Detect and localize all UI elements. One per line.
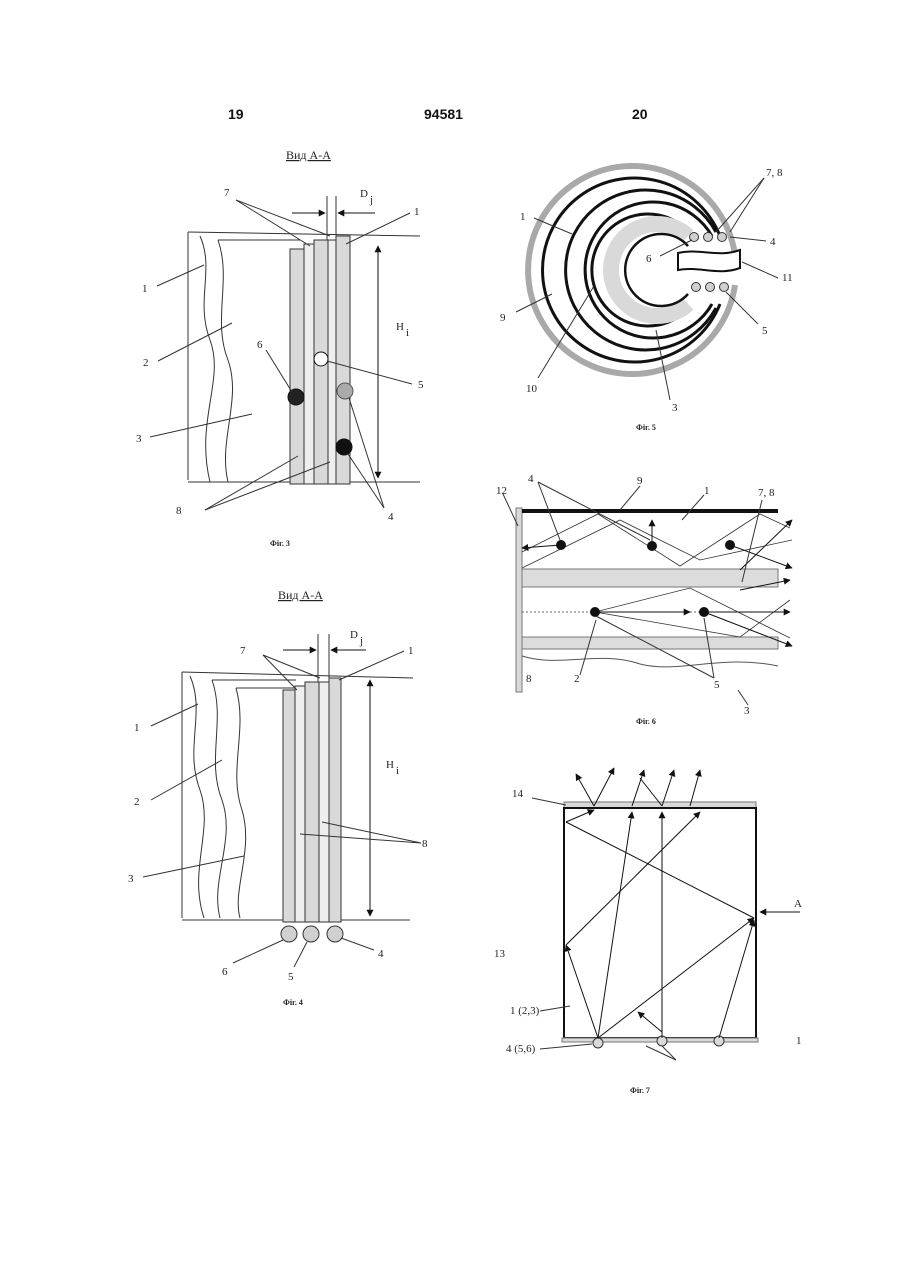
- fig7-label-A: A: [794, 898, 802, 910]
- fig6-label-4: 4: [528, 473, 534, 485]
- figure-4: Вид А-А D j H i 1: [128, 588, 428, 1007]
- fig4-label-4: 4: [378, 948, 384, 960]
- fig5-caption: Фіг. 5: [636, 423, 656, 432]
- fig4-dim-width: D: [350, 629, 358, 641]
- fig3-label-8: 8: [176, 505, 182, 517]
- fig4-dim-width-sub: j: [359, 635, 363, 647]
- fig3-label-6: 6: [257, 339, 263, 351]
- fig5-label-6: 6: [646, 253, 652, 265]
- figure-6: 4 9 1 7, 8 12 8 2 5 3 Фіг. 6: [496, 473, 792, 726]
- fig4-label-2: 2: [134, 796, 140, 808]
- fig7-label-123: 1 (2,3): [510, 1005, 540, 1017]
- fig6-label-8: 8: [526, 673, 532, 685]
- fig4-dim-height: H: [386, 759, 394, 771]
- fig5-label-10: 10: [526, 383, 538, 395]
- fig3-dim-height: H: [396, 321, 404, 333]
- fig6-label-2: 2: [574, 673, 580, 685]
- fig3-label-2: 2: [143, 357, 149, 369]
- fig4-label-6: 6: [222, 966, 228, 978]
- fig5-label-3: 3: [672, 402, 678, 414]
- fig6-label-78: 7, 8: [758, 487, 775, 499]
- fig7-label-13: 13: [494, 948, 506, 960]
- fig6-label-12: 12: [496, 485, 507, 497]
- fig3-caption: Фіг. 3: [270, 539, 290, 548]
- fig7-label-14: 14: [512, 788, 524, 800]
- fig4-caption: Фіг. 4: [283, 998, 303, 1007]
- figure-7: 14 A 13 1 (2,3) 4 (5,6) 1 Фіг. 7: [494, 768, 802, 1095]
- fig6-label-9: 9: [637, 475, 643, 487]
- fig6-label-5: 5: [714, 679, 720, 691]
- fig5-label-78: 7, 8: [766, 167, 783, 179]
- fig4-label-1r: 1: [408, 645, 414, 657]
- fig5-label-5: 5: [762, 325, 768, 337]
- fig6-label-3: 3: [744, 705, 750, 717]
- fig3-label-3: 3: [136, 433, 142, 445]
- fig3-dim-width: D: [360, 188, 368, 200]
- fig4-label-7: 7: [240, 645, 246, 657]
- figure-3: Вид А-А D j H i: [136, 148, 424, 548]
- fig3-label-1: 1: [142, 283, 148, 295]
- fig4-label-1: 1: [134, 722, 140, 734]
- fig3-label-7: 7: [224, 187, 230, 199]
- fig7-label-456: 4 (5,6): [506, 1043, 536, 1055]
- fig5-label-11: 11: [782, 272, 793, 284]
- fig3-label-1r: 1: [414, 206, 420, 218]
- fig4-label-5: 5: [288, 971, 294, 983]
- fig4-label-8: 8: [422, 838, 428, 850]
- fig4-dim-height-sub: i: [396, 765, 399, 777]
- fig4-view-title: Вид А-А: [278, 588, 323, 602]
- fig7-label-1: 1: [796, 1035, 802, 1047]
- fig5-label-9: 9: [500, 312, 506, 324]
- fig3-view-title: Вид А-А: [286, 148, 331, 162]
- fig4-label-3: 3: [128, 873, 134, 885]
- fig3-dim-height-sub: i: [406, 327, 409, 339]
- fig3-label-4: 4: [388, 511, 394, 523]
- fig6-label-1: 1: [704, 485, 710, 497]
- fig5-label-1: 1: [520, 211, 526, 223]
- fig7-caption: Фіг. 7: [630, 1086, 650, 1095]
- fig6-caption: Фіг. 6: [636, 717, 656, 726]
- fig3-label-5: 5: [418, 379, 424, 391]
- figure-5: 7, 8 4 6 11 5 1 9 10 3 Фіг. 5: [500, 166, 793, 432]
- fig3-dim-width-sub: j: [369, 194, 373, 206]
- fig5-label-4: 4: [770, 236, 776, 248]
